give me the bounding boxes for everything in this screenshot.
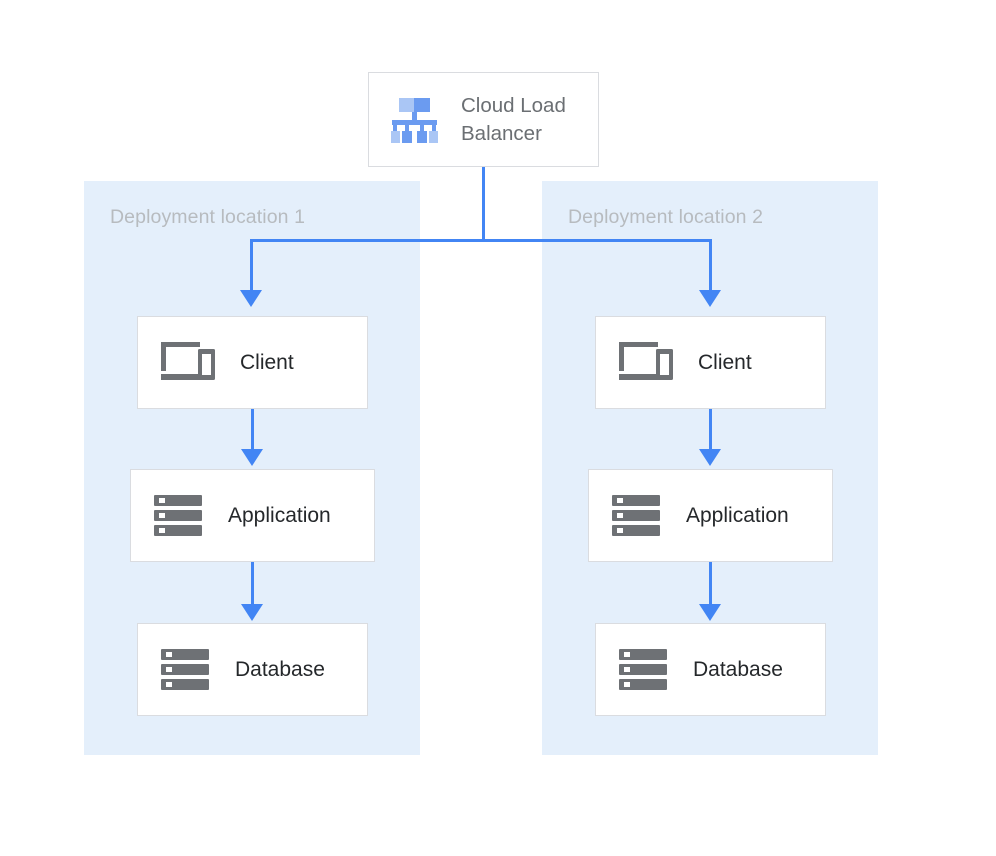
cloud-load-balancer-label-line-1: Cloud Load	[461, 94, 566, 118]
client-node-label-location-1: Client	[240, 350, 294, 374]
connector-loadbalancer-to-client-2	[709, 239, 712, 292]
cloud-load-balancer-icon	[389, 94, 441, 146]
client-devices-icon	[616, 340, 676, 386]
arrowhead-client-2-to-application-2	[699, 449, 721, 466]
client-devices-icon	[158, 340, 218, 386]
connector-client-1-to-application-1	[251, 409, 254, 451]
arrowhead-application-2-to-database-2	[699, 604, 721, 621]
deployment-location-1-label: Deployment location 1	[110, 206, 306, 228]
application-node-label-location-1: Application	[228, 503, 331, 527]
connector-application-1-to-database-1	[251, 562, 254, 606]
server-stack-icon	[159, 648, 211, 692]
connector-loadbalancer-bus	[250, 239, 712, 242]
client-node-location-1[interactable]: Client	[137, 316, 368, 409]
connector-application-2-to-database-2	[709, 562, 712, 606]
deployment-location-2-label: Deployment location 2	[568, 206, 764, 228]
connector-loadbalancer-stem	[482, 167, 485, 242]
server-stack-icon	[152, 494, 204, 538]
arrowhead-loadbalancer-to-client-2	[699, 290, 721, 307]
connector-client-2-to-application-2	[709, 409, 712, 451]
application-node-label-location-2: Application	[686, 503, 789, 527]
arrowhead-application-1-to-database-1	[241, 604, 263, 621]
database-node-label-location-2: Database	[693, 657, 783, 681]
client-node-location-2[interactable]: Client	[595, 316, 826, 409]
arrowhead-client-1-to-application-1	[241, 449, 263, 466]
connector-loadbalancer-to-client-1	[250, 239, 253, 292]
server-stack-icon	[617, 648, 669, 692]
cloud-load-balancer-label-line-2: Balancer	[461, 121, 542, 145]
database-node-label-location-1: Database	[235, 657, 325, 681]
application-node-location-1[interactable]: Application	[130, 469, 375, 562]
server-stack-icon	[610, 494, 662, 538]
application-node-location-2[interactable]: Application	[588, 469, 833, 562]
arrowhead-loadbalancer-to-client-1	[240, 290, 262, 307]
database-node-location-2[interactable]: Database	[595, 623, 826, 716]
database-node-location-1[interactable]: Database	[137, 623, 368, 716]
client-node-label-location-2: Client	[698, 350, 752, 374]
